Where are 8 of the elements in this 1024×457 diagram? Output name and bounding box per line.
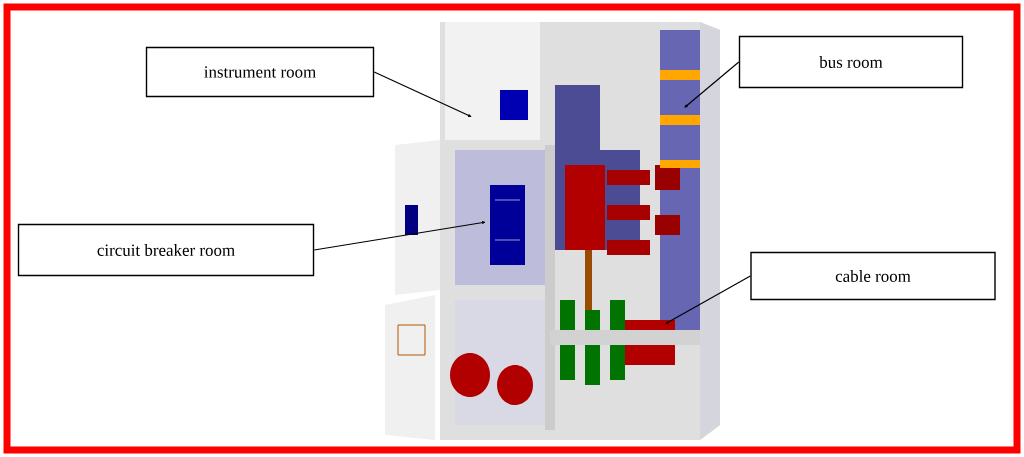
leader-line xyxy=(665,275,751,324)
leader-line xyxy=(313,221,486,251)
label-box: cable room xyxy=(750,251,996,301)
leader-line xyxy=(373,71,472,117)
label-box: circuit breaker room xyxy=(17,223,315,277)
label-box: instrument room xyxy=(145,46,375,98)
label-box: bus room xyxy=(738,35,964,89)
leader-line xyxy=(684,61,740,108)
